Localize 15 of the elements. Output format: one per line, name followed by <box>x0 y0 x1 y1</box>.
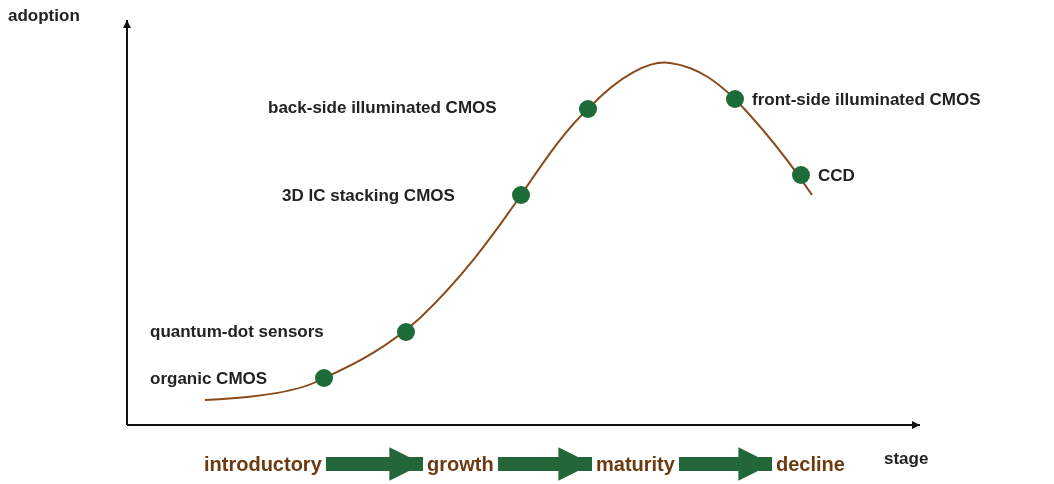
point-label: back-side illuminated CMOS <box>268 98 497 118</box>
point-label: 3D IC stacking CMOS <box>282 186 455 206</box>
stage-label: maturity <box>596 452 675 476</box>
point-label: CCD <box>818 166 855 186</box>
point-label: organic CMOS <box>150 369 268 389</box>
point-label: front-side illuminated CMOS <box>752 90 981 110</box>
stage-label: introductory <box>204 452 322 476</box>
block-arrow <box>679 447 772 481</box>
axis-label: stage <box>884 449 929 469</box>
stage-label: decline <box>776 452 845 476</box>
axis-label: adoption <box>8 6 80 26</box>
point-label: quantum-dot sensors <box>150 322 324 342</box>
block-arrow <box>498 447 592 481</box>
stage-label: growth <box>427 452 494 476</box>
block-arrow <box>326 447 423 481</box>
